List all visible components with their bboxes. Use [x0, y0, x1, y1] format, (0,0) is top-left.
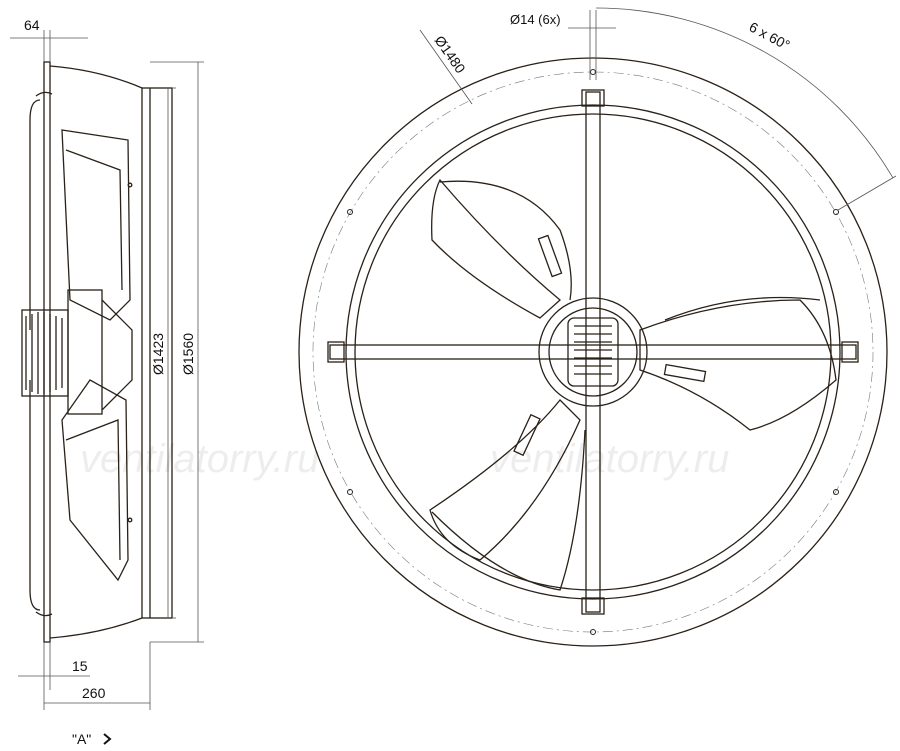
- blade-side-upper: [61, 129, 131, 321]
- housing-bottom: [49, 617, 143, 639]
- view-label: "A": [72, 731, 91, 747]
- dim-flange-thickness: 15: [72, 658, 88, 674]
- inner-ring: [345, 104, 841, 600]
- blade-right: [639, 299, 837, 431]
- side-dimensions: [10, 30, 204, 710]
- front-dimensions: [419, 7, 897, 211]
- motor-side: [21, 309, 69, 397]
- watermark-left: ventilatorry.ru: [80, 437, 319, 481]
- front-flange: [43, 61, 51, 643]
- side-view: [21, 61, 173, 643]
- bolt-circle: [312, 71, 874, 633]
- watermark-right: ventilatorry.ru: [490, 437, 729, 481]
- dim-angle: 6 x 60°: [747, 19, 793, 54]
- blade-lower-left: [429, 399, 581, 561]
- chevron-right-icon: [103, 733, 112, 745]
- terminal-box: [567, 317, 619, 387]
- mounting-holes: [347, 69, 839, 635]
- dim-depth: 260: [82, 685, 106, 701]
- motor-hub: [538, 297, 648, 407]
- vertical-strut: [585, 91, 601, 613]
- side-guard: [29, 99, 41, 611]
- rear-plate: [141, 87, 173, 619]
- dim-side-width: 64: [24, 17, 40, 33]
- outer-ring: [298, 57, 888, 647]
- dim-hole: Ø14 (6x): [510, 12, 561, 27]
- blade-upper-left: [431, 178, 561, 319]
- blade-side-lower: [61, 379, 129, 582]
- guard-ring: [354, 113, 832, 591]
- dim-inner-diameter: Ø1423: [150, 333, 166, 375]
- housing-top: [49, 65, 143, 89]
- dim-outer-diameter: Ø1560: [180, 333, 196, 375]
- front-view: [298, 57, 888, 647]
- horizontal-strut: [329, 344, 857, 360]
